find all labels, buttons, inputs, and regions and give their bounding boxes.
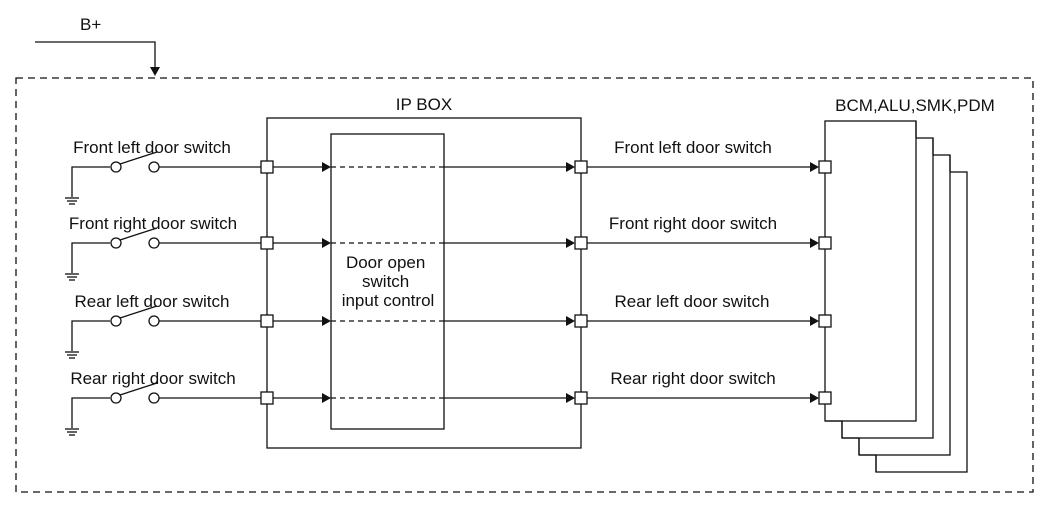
module-edge-6 bbox=[859, 454, 877, 472]
ip-input-terminal-1 bbox=[260, 160, 274, 174]
switch-blade-1 bbox=[119, 151, 158, 165]
switch-label-1: Front left door switch bbox=[73, 138, 231, 157]
supply-arrow bbox=[150, 67, 160, 76]
internal-arrow-out-2 bbox=[566, 238, 575, 248]
internal-arrow-out-1 bbox=[566, 162, 575, 172]
ip-box-label: IP BOX bbox=[396, 95, 452, 114]
ground-lead-2 bbox=[71, 242, 110, 273]
ip-output-terminal-4 bbox=[574, 391, 588, 405]
input-control-line-3: input control bbox=[342, 291, 435, 310]
output-arrow-3 bbox=[810, 316, 819, 326]
switch-label-4: Rear right door switch bbox=[70, 369, 235, 388]
module-input-terminal-3 bbox=[818, 314, 832, 328]
switch-contact-left-3 bbox=[110, 315, 122, 327]
switch-contact-right-3 bbox=[148, 315, 160, 327]
ip-output-terminal-2 bbox=[574, 236, 588, 250]
ip-box bbox=[266, 117, 582, 449]
output-arrow-4 bbox=[810, 393, 819, 403]
ip-output-terminal-1 bbox=[574, 160, 588, 174]
module-label: BCM,ALU,SMK,PDM bbox=[835, 96, 995, 115]
ip-output-terminal-3 bbox=[574, 314, 588, 328]
module-edge-4 bbox=[825, 420, 843, 438]
switch-blade-4 bbox=[119, 382, 158, 396]
switch-contact-left-1 bbox=[110, 161, 122, 173]
ip-input-terminal-2 bbox=[260, 236, 274, 250]
supply-label: B+ bbox=[80, 15, 101, 34]
output-arrow-1 bbox=[810, 162, 819, 172]
internal-arrow-in-3 bbox=[322, 316, 331, 326]
switch-row-3: Rear left door switch Rear left door swit… bbox=[65, 292, 832, 359]
internal-arrow-in-1 bbox=[322, 162, 331, 172]
ground-lead-3 bbox=[71, 320, 110, 351]
internal-arrow-in-2 bbox=[322, 238, 331, 248]
switch-contact-left-4 bbox=[110, 392, 122, 404]
switch-blade-2 bbox=[119, 227, 158, 241]
switch-rows: Front left door switch Front left door sw… bbox=[65, 138, 832, 436]
output-label-1: Front left door switch bbox=[614, 138, 772, 157]
switch-blade-3 bbox=[119, 305, 158, 319]
module-input-terminal-1 bbox=[818, 160, 832, 174]
switch-label-3: Rear left door switch bbox=[75, 292, 230, 311]
ip-input-terminal-4 bbox=[260, 391, 274, 405]
system-boundary bbox=[15, 77, 1034, 493]
input-control-line-1: Door open bbox=[346, 253, 425, 272]
module-card-1 bbox=[824, 120, 917, 422]
output-label-4: Rear right door switch bbox=[610, 369, 775, 388]
ground-lead-1 bbox=[71, 166, 110, 197]
switch-row-2: Front right door switch Front right door … bbox=[65, 214, 832, 281]
switch-contact-right-1 bbox=[148, 161, 160, 173]
ground-lead-4 bbox=[71, 397, 110, 428]
output-label-2: Front right door switch bbox=[609, 214, 777, 233]
switch-label-2: Front right door switch bbox=[69, 214, 237, 233]
module-input-terminal-4 bbox=[818, 391, 832, 405]
internal-arrow-in-4 bbox=[322, 393, 331, 403]
internal-arrow-out-4 bbox=[566, 393, 575, 403]
input-control-label: Door open switch input control bbox=[342, 253, 435, 310]
switch-row-1: Front left door switch Front left door sw… bbox=[65, 138, 832, 205]
internal-arrow-out-3 bbox=[566, 316, 575, 326]
switch-row-4: Rear right door switch Rear right door sw… bbox=[65, 369, 832, 436]
ip-input-terminal-3 bbox=[260, 314, 274, 328]
output-label-3: Rear left door switch bbox=[615, 292, 770, 311]
switch-contact-left-2 bbox=[110, 237, 122, 249]
input-control-line-2: switch bbox=[362, 272, 409, 291]
module-input-terminal-2 bbox=[818, 236, 832, 250]
switch-contact-right-4 bbox=[148, 392, 160, 404]
switch-contact-right-2 bbox=[148, 237, 160, 249]
supply-line bbox=[35, 41, 156, 68]
input-control-block bbox=[330, 133, 445, 430]
module-edge-5 bbox=[842, 437, 860, 455]
output-arrow-2 bbox=[810, 238, 819, 248]
